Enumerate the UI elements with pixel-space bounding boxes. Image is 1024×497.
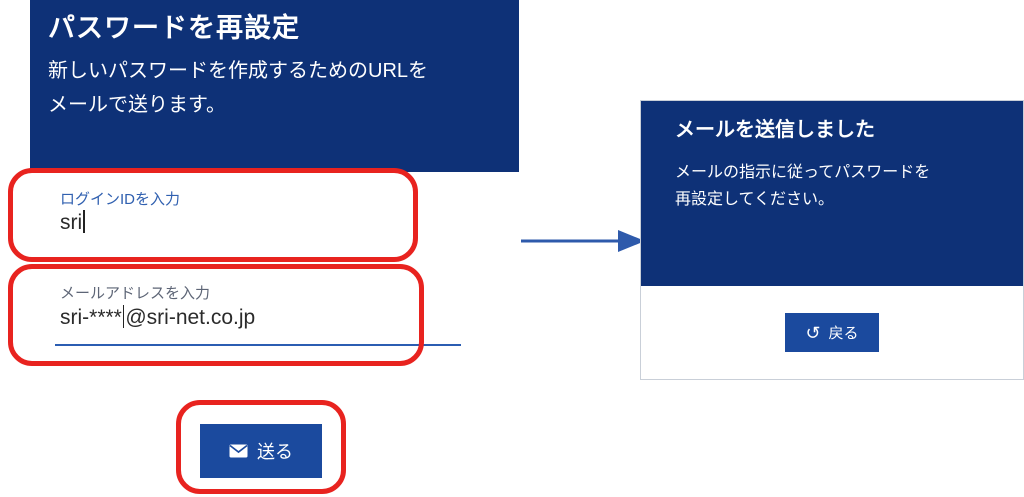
flow-arrow — [521, 230, 645, 252]
password-reset-card: パスワードを再設定 新しいパスワードを作成するためのURLを メールで送ります。… — [30, 0, 519, 497]
send-button-label: 送る — [257, 442, 293, 462]
mail-sent-header: メールを送信しました メールの指示に従ってパスワードを 再設定してください。 — [641, 101, 1023, 286]
text-cursor — [122, 305, 125, 328]
email-value-after-cursor: @sri-net.co.jp — [125, 306, 256, 329]
send-button[interactable]: 送る — [200, 424, 322, 478]
email-input-underline — [55, 344, 461, 346]
mail-sent-description-line-1: メールの指示に従ってパスワードを — [675, 164, 931, 181]
login-id-input[interactable]: sri — [60, 210, 86, 235]
email-input[interactable]: sri-****@sri-net.co.jp — [60, 305, 255, 330]
back-button[interactable]: ↺ 戻る — [785, 313, 879, 352]
mail-sent-description-line-2: 再設定してください。 — [675, 191, 835, 208]
mail-sent-title: メールを送信しました — [675, 119, 875, 141]
mail-sent-footer: ↺ 戻る — [641, 286, 1023, 379]
description-line-2: メールで送ります。 — [48, 94, 226, 116]
undo-icon: ↺ — [805, 322, 821, 343]
page-title: パスワードを再設定 — [48, 13, 300, 43]
email-label: メールアドレスを入力 — [60, 285, 211, 302]
login-id-label: ログインIDを入力 — [60, 191, 181, 208]
description-line-1: 新しいパスワードを作成するためのURLを — [48, 60, 429, 82]
reset-form: ログインIDを入力 sri メールアドレスを入力 sri-****@sri-ne… — [30, 172, 519, 497]
login-id-value: sri — [60, 211, 83, 234]
email-value-before-cursor: sri-**** — [60, 306, 122, 329]
back-button-label: 戻る — [828, 325, 859, 342]
mail-sent-description: メールの指示に従ってパスワードを 再設定してください。 — [675, 159, 930, 213]
mail-sent-card: メールを送信しました メールの指示に従ってパスワードを 再設定してください。 ↺… — [640, 100, 1024, 380]
envelope-icon — [229, 444, 248, 458]
text-cursor — [83, 210, 85, 233]
page-description: 新しいパスワードを作成するためのURLを メールで送ります。 — [48, 54, 428, 122]
